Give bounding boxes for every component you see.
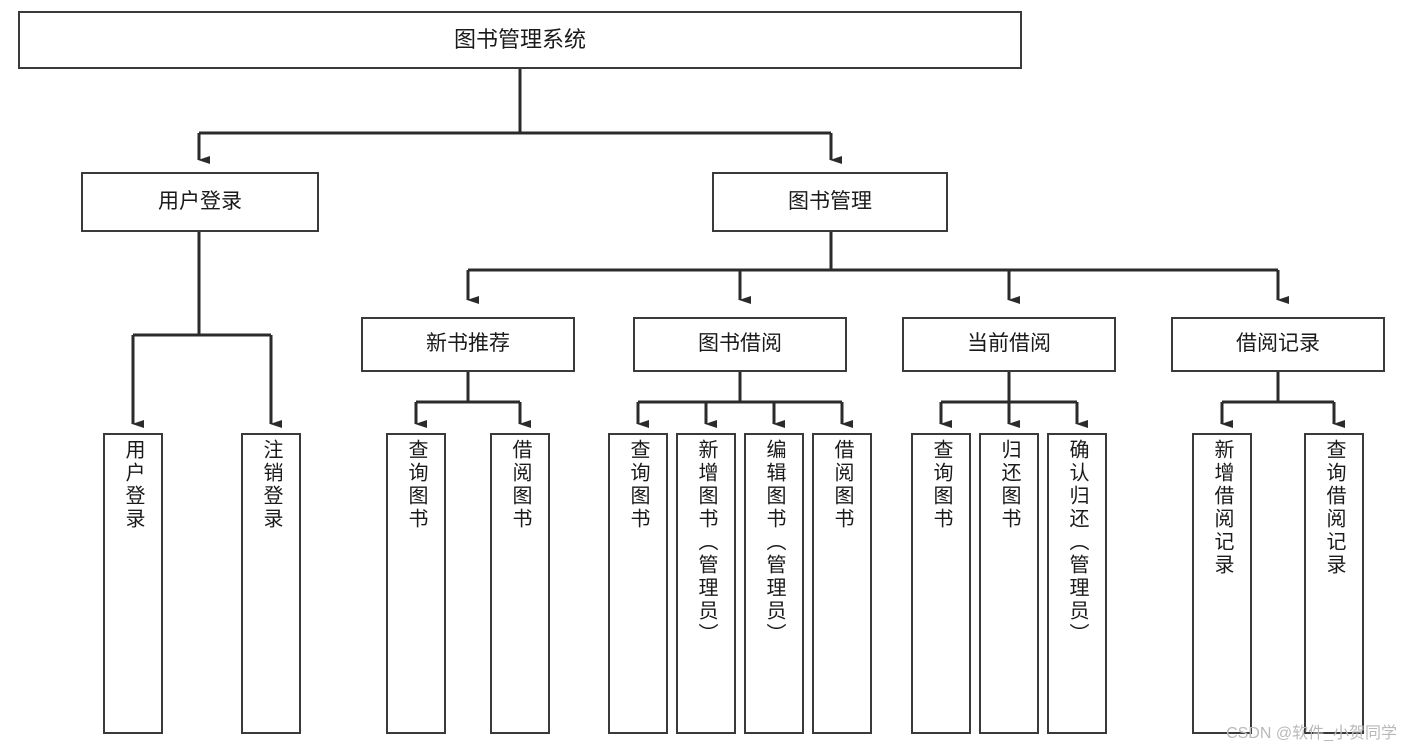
leaf-query-book-borrow[interactable]: 查询图书 xyxy=(608,433,668,734)
node-label: 图书借阅 xyxy=(698,332,782,356)
node-label: 新增图书（管理员） xyxy=(695,439,717,646)
node-borrow-record[interactable]: 借阅记录 xyxy=(1171,317,1385,372)
node-label: 当前借阅 xyxy=(967,332,1051,356)
leaf-logout-login[interactable]: 注销登录 xyxy=(241,433,301,734)
node-label: 用户登录 xyxy=(158,189,242,213)
node-label: 查询图书 xyxy=(627,439,649,531)
node-current-borrow[interactable]: 当前借阅 xyxy=(902,317,1116,372)
leaf-user-login[interactable]: 用户登录 xyxy=(103,433,163,734)
leaf-query-book-recommend[interactable]: 查询图书 xyxy=(386,433,446,734)
node-label: 归还图书 xyxy=(998,439,1020,531)
node-user-login[interactable]: 用户登录 xyxy=(81,172,319,232)
node-root-system[interactable]: 图书管理系统 xyxy=(18,11,1022,69)
watermark-text: CSDN @软件_小贺同学 xyxy=(1226,725,1397,742)
node-label: 借阅图书 xyxy=(831,439,853,531)
node-book-borrow[interactable]: 图书借阅 xyxy=(633,317,847,372)
node-label: 新书推荐 xyxy=(426,332,510,356)
node-label: 借阅图书 xyxy=(509,439,531,531)
node-label: 用户登录 xyxy=(122,439,144,531)
leaf-add-borrow-record[interactable]: 新增借阅记录 xyxy=(1192,433,1252,734)
node-label: 编辑图书（管理员） xyxy=(763,439,785,646)
node-label: 图书管理系统 xyxy=(453,27,586,53)
leaf-edit-book-admin[interactable]: 编辑图书（管理员） xyxy=(744,433,804,734)
node-label: 查询借阅记录 xyxy=(1323,439,1345,577)
leaf-query-book-current[interactable]: 查询图书 xyxy=(911,433,971,734)
node-label: 图书管理 xyxy=(788,189,872,213)
leaf-query-borrow-record[interactable]: 查询借阅记录 xyxy=(1304,433,1364,734)
node-label: 查询图书 xyxy=(405,439,427,531)
node-book-manage[interactable]: 图书管理 xyxy=(712,172,948,232)
leaf-confirm-return-admin[interactable]: 确认归还（管理员） xyxy=(1047,433,1107,734)
leaf-borrow-book[interactable]: 借阅图书 xyxy=(812,433,872,734)
node-label: 新增借阅记录 xyxy=(1211,439,1233,577)
node-label: 注销登录 xyxy=(260,439,282,531)
leaf-borrow-book-recommend[interactable]: 借阅图书 xyxy=(490,433,550,734)
leaf-add-book-admin[interactable]: 新增图书（管理员） xyxy=(676,433,736,734)
node-label: 确认归还（管理员） xyxy=(1066,439,1088,646)
node-label: 查询图书 xyxy=(930,439,952,531)
node-label: 借阅记录 xyxy=(1236,332,1320,356)
node-new-book-recommend[interactable]: 新书推荐 xyxy=(361,317,575,372)
leaf-return-book[interactable]: 归还图书 xyxy=(979,433,1039,734)
